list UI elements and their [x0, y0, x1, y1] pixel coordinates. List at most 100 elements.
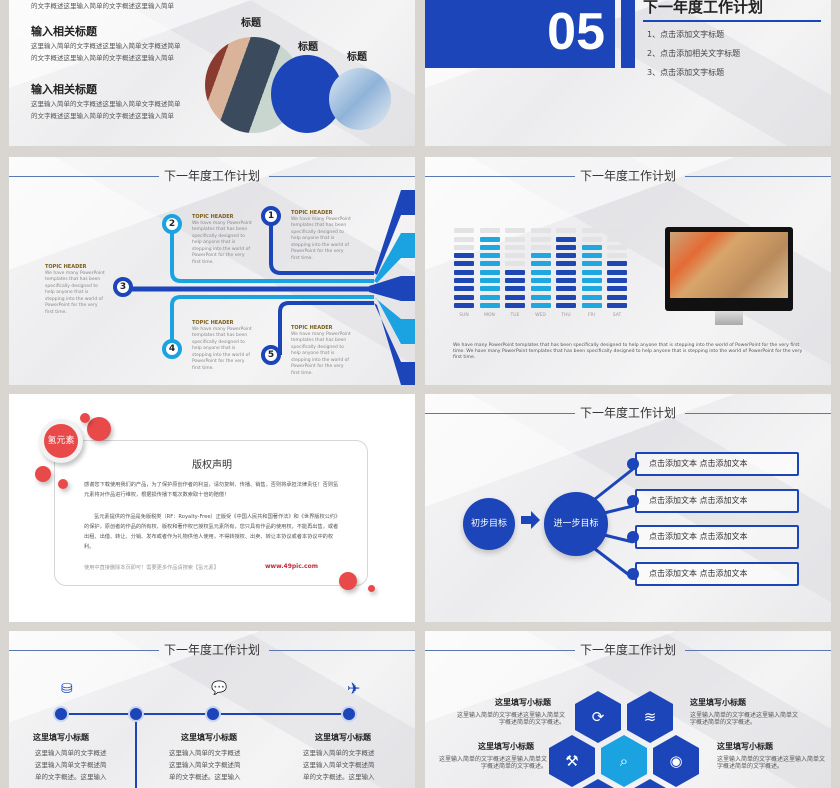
airplane-icon: ✈ — [347, 679, 361, 698]
initial-goal[interactable]: 初步目标 — [463, 498, 515, 550]
chart-category-label: TUE — [510, 312, 520, 318]
decor-circle — [58, 479, 68, 489]
slide-header: 下一年度工作计划 — [9, 641, 415, 659]
hexagon-tile[interactable] — [575, 779, 621, 788]
search-icon[interactable]: ⌕ — [601, 735, 647, 787]
photo-label: 标题 — [241, 18, 261, 29]
chart-block — [556, 278, 576, 284]
description-text: We have many PowerPoint templates that h… — [453, 343, 803, 360]
chart-block — [530, 236, 551, 242]
further-goal[interactable]: 进一步目标 — [544, 492, 608, 556]
hex-body: 这里输入简单的文字概述这里输入简单文字概述简单的文字概述。 — [456, 712, 565, 726]
slide-thumbnail-hexagons[interactable]: 下一年度工作计划 ⟳ ≋ ⚒ ⌕ ◉ 这里填写小标题 这里输入简单的文字概述这里… — [425, 631, 831, 788]
chart-block — [479, 286, 500, 292]
monitor-photo — [670, 232, 788, 298]
chart-block — [505, 253, 525, 259]
chart-block — [556, 302, 576, 308]
slide-title: 下一年度工作计划 — [579, 643, 677, 657]
slide-thumbnail-titles-photos[interactable]: 的文字概述这里输入简单的文字概述这里输入简单 输入相关标题 这里输入简单的文字概… — [9, 0, 415, 146]
chart-block — [479, 228, 500, 234]
chart-block — [479, 302, 500, 308]
timeline-node[interactable] — [53, 706, 69, 722]
topic-node-5[interactable]: 5 — [261, 345, 281, 365]
section-title: 下一年度工作计划 — [643, 0, 764, 16]
chart-block — [505, 269, 525, 275]
chart-block — [530, 261, 551, 267]
decor-circle — [339, 572, 357, 590]
hex-heading: 这里填写小标题 — [690, 698, 746, 707]
layers-icon[interactable]: ≋ — [627, 691, 673, 743]
meeting-photo — [329, 68, 391, 130]
refresh-chart-icon[interactable]: ⟳ — [575, 691, 621, 743]
chart-block — [581, 244, 602, 250]
timeline-node[interactable] — [341, 706, 357, 722]
slide-thumbnail-timeline[interactable]: 下一年度工作计划 ⛁ 💬 ✈ 这里填写小标题 这里输入简单的文字概述这里输入简单… — [9, 631, 415, 788]
chart-block — [607, 269, 627, 275]
website-link[interactable]: www.49pic.com — [265, 563, 318, 570]
block-heading: 输入相关标题 — [31, 83, 97, 96]
chart-block — [607, 253, 627, 259]
timeline-heading: 这里填写小标题 — [33, 733, 89, 742]
chart-block — [454, 302, 474, 308]
chart-block — [454, 294, 474, 300]
chart-block — [454, 261, 474, 267]
chart-block — [530, 294, 551, 300]
chart-block — [530, 286, 551, 292]
tools-icon[interactable]: ⚒ — [549, 735, 595, 787]
goal-connectors — [521, 467, 634, 580]
chart-category-label: WED — [535, 312, 546, 318]
chart-block — [581, 278, 602, 284]
text-box-1[interactable]: 点击添加文本 点击添加文本 — [635, 452, 799, 476]
topic-node-1[interactable]: 1 — [261, 206, 281, 226]
slide-thumbnail-section-05[interactable]: 05 下一年度工作计划 1、点击添加文字标题 2、点击添加相关文字标题 3、点击… — [425, 0, 831, 146]
chart-block — [454, 228, 474, 234]
chart-block — [530, 278, 551, 284]
text-box-4[interactable]: 点击添加文本 点击添加文本 — [635, 562, 799, 586]
chart-block — [556, 228, 576, 234]
chart-block — [479, 278, 500, 284]
timeline-body: 这里输入简单的文字概述这里输入简单文字概述简单的文字概述。这里输入 — [303, 749, 375, 781]
chart-block — [530, 269, 551, 275]
connector-dot — [627, 458, 639, 470]
decor-circle — [35, 466, 51, 482]
chart-block — [607, 302, 627, 308]
copyright-card — [54, 440, 368, 586]
topic-node-4[interactable]: 4 — [162, 339, 182, 359]
slide-thumbnail-goals[interactable]: 下一年度工作计划 初步目标 进一步目标 点击添加文本 点击添加文本 点击添加文本… — [425, 394, 831, 622]
chart-block — [479, 294, 500, 300]
chart-block — [505, 261, 525, 267]
chart-block — [581, 228, 602, 234]
eye-icon[interactable]: ◉ — [653, 735, 699, 787]
timeline-heading: 这里填写小标题 — [315, 733, 371, 742]
chart-block — [454, 278, 474, 284]
chart-category-label: FRI — [587, 312, 596, 318]
slide-header: 下一年度工作计划 — [425, 167, 831, 185]
chart-block — [479, 253, 500, 259]
hex-body: 这里输入简单的文字概述这里输入简单文字概述简单的文字概述。 — [690, 712, 799, 726]
slide-thumbnail-copyright[interactable]: 氢元素 版权声明 感谢您下载使用我们的产品，为了保护原创作者的利益，请勿复制、传… — [9, 394, 415, 622]
brand-badge: 氢元素 — [39, 419, 83, 463]
chart-category-label: SAT — [612, 312, 622, 318]
decor-circle — [87, 417, 111, 441]
chart-block — [505, 278, 525, 284]
timeline-node[interactable] — [205, 706, 221, 722]
topic-node-3[interactable]: 3 — [113, 277, 133, 297]
chart-block — [556, 244, 576, 250]
text-box-2[interactable]: 点击添加文本 点击添加文本 — [635, 489, 799, 513]
chart-block — [505, 228, 525, 234]
intro-text: 的文字概述这里输入简单的文字概述这里输入简单 — [31, 2, 174, 10]
title-underline — [643, 20, 821, 22]
chart-block — [530, 253, 551, 259]
timeline-node[interactable] — [128, 706, 144, 722]
hex-heading: 这里填写小标题 — [717, 742, 773, 751]
copyright-para-1: 感谢您下载使用我们的产品，为了保护原创作者的利益，请勿复制、传播、销售，否则将承… — [84, 482, 339, 498]
text-box-3[interactable]: 点击添加文本 点击添加文本 — [635, 525, 799, 549]
hexagon-tile[interactable] — [627, 779, 673, 788]
topic-node-2[interactable]: 2 — [162, 214, 182, 234]
